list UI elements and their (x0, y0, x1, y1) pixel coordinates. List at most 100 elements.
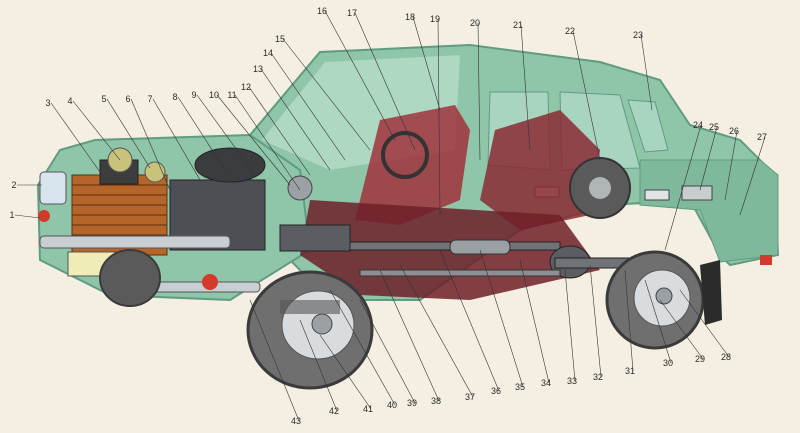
callout-leader-24 (664, 124, 702, 251)
callout-number-9: 9 (191, 90, 196, 100)
callout-number-20: 20 (470, 18, 480, 28)
callout-number-16: 16 (317, 6, 327, 16)
callout-number-38: 38 (431, 396, 441, 406)
callout-number-21: 21 (513, 20, 523, 30)
callout-number-35: 35 (515, 382, 525, 392)
callout-leader-11 (234, 94, 301, 191)
callout-number-15: 15 (275, 34, 285, 44)
callout-leader-15 (282, 38, 371, 151)
callout-number-17: 17 (347, 8, 357, 18)
callout-leader-14 (270, 52, 346, 161)
callout-number-23: 23 (633, 30, 643, 40)
callout-leader-33 (564, 269, 576, 382)
callout-leader-39 (359, 299, 416, 404)
callout-number-10: 10 (209, 90, 219, 100)
front-seat (355, 105, 470, 225)
callout-leader-40 (329, 289, 396, 406)
spare-wheel-hub (589, 177, 611, 199)
headlight (39, 171, 67, 205)
callout-number-36: 36 (491, 386, 501, 396)
callout-leader-28 (679, 289, 730, 358)
callout-leader-5 (106, 98, 151, 169)
callout-number-1: 1 (9, 210, 14, 220)
front-wheel (246, 270, 374, 390)
air-filter (194, 147, 266, 183)
front-hub (311, 313, 333, 335)
callout-leader-19 (437, 18, 441, 216)
callout-leader-1 (14, 214, 41, 219)
callout-number-14: 14 (263, 48, 273, 58)
callout-leader-41 (319, 334, 372, 410)
callout-number-31: 31 (625, 366, 635, 376)
callout-number-11: 11 (227, 90, 236, 100)
callout-number-40: 40 (387, 400, 397, 410)
callout-leader-32 (589, 264, 602, 378)
callout-number-32: 32 (593, 372, 603, 382)
callout-number-39: 39 (407, 398, 417, 408)
fog-lamp (202, 274, 218, 290)
callout-number-4: 4 (67, 96, 72, 106)
rear-reflector (760, 255, 772, 265)
callout-leader-26 (724, 130, 738, 201)
quarter-window (627, 99, 669, 153)
callout-number-22: 22 (565, 26, 575, 36)
callout-leader-22 (572, 30, 601, 161)
callout-number-29: 29 (695, 354, 705, 364)
callout-leader-34 (519, 259, 550, 384)
callout-leader-30 (644, 279, 672, 364)
callout-number-43: 43 (291, 416, 301, 426)
callout-leader-37 (399, 264, 474, 398)
callout-number-34: 34 (541, 378, 551, 388)
callout-leader-10 (216, 94, 291, 186)
callout-leader-4 (72, 100, 121, 161)
callout-leader-12 (248, 86, 311, 176)
callout-number-33: 33 (567, 376, 577, 386)
callout-number-12: 12 (241, 82, 251, 92)
callout-number-27: 27 (757, 132, 767, 142)
callout-leader-36 (439, 249, 500, 392)
gearbox (279, 224, 351, 252)
callout-leader-9 (196, 94, 256, 176)
callout-number-7: 7 (147, 94, 152, 104)
callout-leader-8 (177, 96, 226, 171)
callout-leader-25 (699, 126, 718, 191)
callout-number-13: 13 (253, 64, 263, 74)
callout-number-18: 18 (405, 12, 415, 22)
left-front-wheel (99, 249, 161, 307)
drivetrain (279, 224, 656, 279)
callout-leader-17 (354, 12, 416, 151)
callout-leader-16 (324, 10, 396, 141)
callout-leader-3 (50, 102, 101, 173)
callout-number-3: 3 (45, 98, 50, 108)
callout-number-30: 30 (663, 358, 673, 368)
callout-number-37: 37 (465, 392, 475, 402)
callout-leader-6 (130, 98, 171, 191)
callout-leader-21 (520, 24, 531, 151)
brake-master-cylinder (287, 175, 313, 201)
rear-hub (655, 287, 673, 305)
callout-number-25: 25 (709, 122, 719, 132)
callout-number-8: 8 (172, 92, 177, 102)
steering-wheel (381, 131, 429, 179)
rear-seat (480, 110, 600, 230)
callout-leader-38 (379, 269, 440, 402)
callout-number-26: 26 (729, 126, 739, 136)
front-bumper (39, 235, 231, 249)
callout-leader-7 (152, 98, 201, 181)
callout-leader-23 (640, 34, 653, 111)
rear-lamp (681, 185, 713, 201)
rear-quarter-panel (639, 159, 779, 263)
callout-number-41: 41 (363, 404, 373, 414)
callout-leader-35 (479, 249, 524, 388)
callout-leader-31 (624, 269, 634, 372)
callout-number-24: 24 (693, 120, 703, 130)
engine-bay (38, 147, 313, 293)
callout-leader-29 (659, 299, 704, 360)
callout-leader-18 (412, 16, 441, 111)
callout-number-28: 28 (721, 352, 731, 362)
side-grille-rear (644, 189, 670, 201)
brake-caliper (280, 300, 340, 314)
exhaust-pipe (359, 269, 561, 277)
